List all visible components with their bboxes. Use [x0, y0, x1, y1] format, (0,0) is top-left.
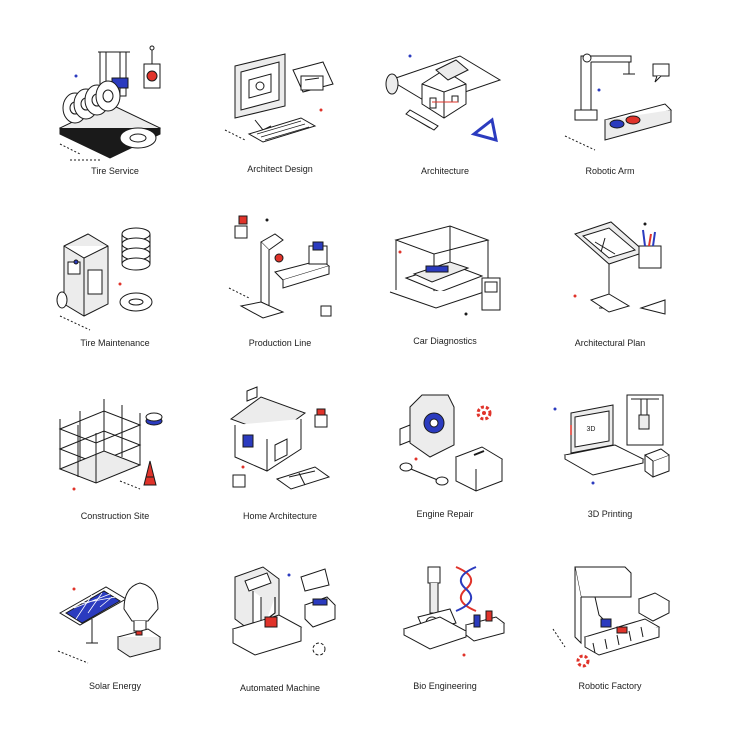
tile-3d-printing: 3D 3D Printing — [535, 385, 685, 535]
tile-home-architecture: Home Architecture — [205, 385, 355, 535]
tire-service-icon — [40, 40, 190, 168]
architecture-icon — [370, 54, 520, 168]
tile-architecture: Architecture — [370, 40, 520, 190]
architect-design-icon — [205, 40, 355, 168]
tile-label: 3D Printing — [587, 509, 633, 519]
tile-bio-engineering: Bio Engineering — [370, 557, 520, 707]
tile-label: Solar Energy — [88, 681, 142, 691]
construction-site-icon — [40, 399, 190, 491]
tile-engine-repair: Engine Repair — [370, 385, 520, 535]
tile-architectural-plan: Architectural Plan — [535, 212, 685, 362]
tile-label: Automated Machine — [239, 683, 321, 693]
tile-label: Construction Site — [80, 511, 150, 521]
tile-label: Architectural Plan — [574, 338, 646, 348]
tile-label: Architecture — [420, 166, 470, 176]
tile-label: Engine Repair — [416, 509, 474, 519]
tile-label: Tire Service — [91, 166, 139, 176]
tile-architect-design: Architect Design — [205, 40, 355, 190]
robotic-factory-icon — [535, 557, 685, 685]
tile-tire-service: Tire Service — [40, 40, 190, 190]
robotic-arm-icon — [535, 40, 685, 168]
tile-car-diagnostics: Car Diagnostics — [370, 212, 520, 362]
3d-printing-icon: 3D — [553, 385, 685, 485]
tile-label: Robotic Factory — [578, 681, 642, 691]
tile-label: Tire Maintenance — [80, 338, 150, 348]
home-architecture-icon — [205, 385, 355, 513]
automated-machine-icon — [205, 557, 355, 685]
tile-label: Architect Design — [247, 164, 313, 174]
solar-energy-icon — [40, 557, 190, 685]
tile-label: Car Diagnostics — [413, 336, 477, 346]
tile-label: Bio Engineering — [413, 681, 477, 691]
tile-label: Home Architecture — [242, 511, 318, 521]
tile-automated-machine: Automated Machine — [205, 557, 355, 707]
production-line-icon — [205, 212, 355, 340]
tile-robotic-factory: Robotic Factory — [535, 557, 685, 707]
bio-engineering-icon — [370, 557, 520, 657]
car-diagnostics-icon — [370, 212, 520, 316]
architectural-plan-icon — [573, 212, 685, 340]
printer-display-text: 3D — [587, 426, 596, 433]
tile-label: Robotic Arm — [585, 166, 635, 176]
tile-label: Production Line — [248, 338, 312, 348]
tile-robotic-arm: Robotic Arm — [535, 40, 685, 190]
tire-maintenance-icon — [40, 212, 190, 340]
engine-repair-icon — [370, 385, 520, 513]
tile-solar-energy: Solar Energy — [40, 557, 190, 707]
tile-tire-maintenance: Tire Maintenance — [40, 212, 190, 362]
tile-construction-site: Construction Site — [40, 385, 190, 535]
tile-production-line: Production Line — [205, 212, 355, 362]
